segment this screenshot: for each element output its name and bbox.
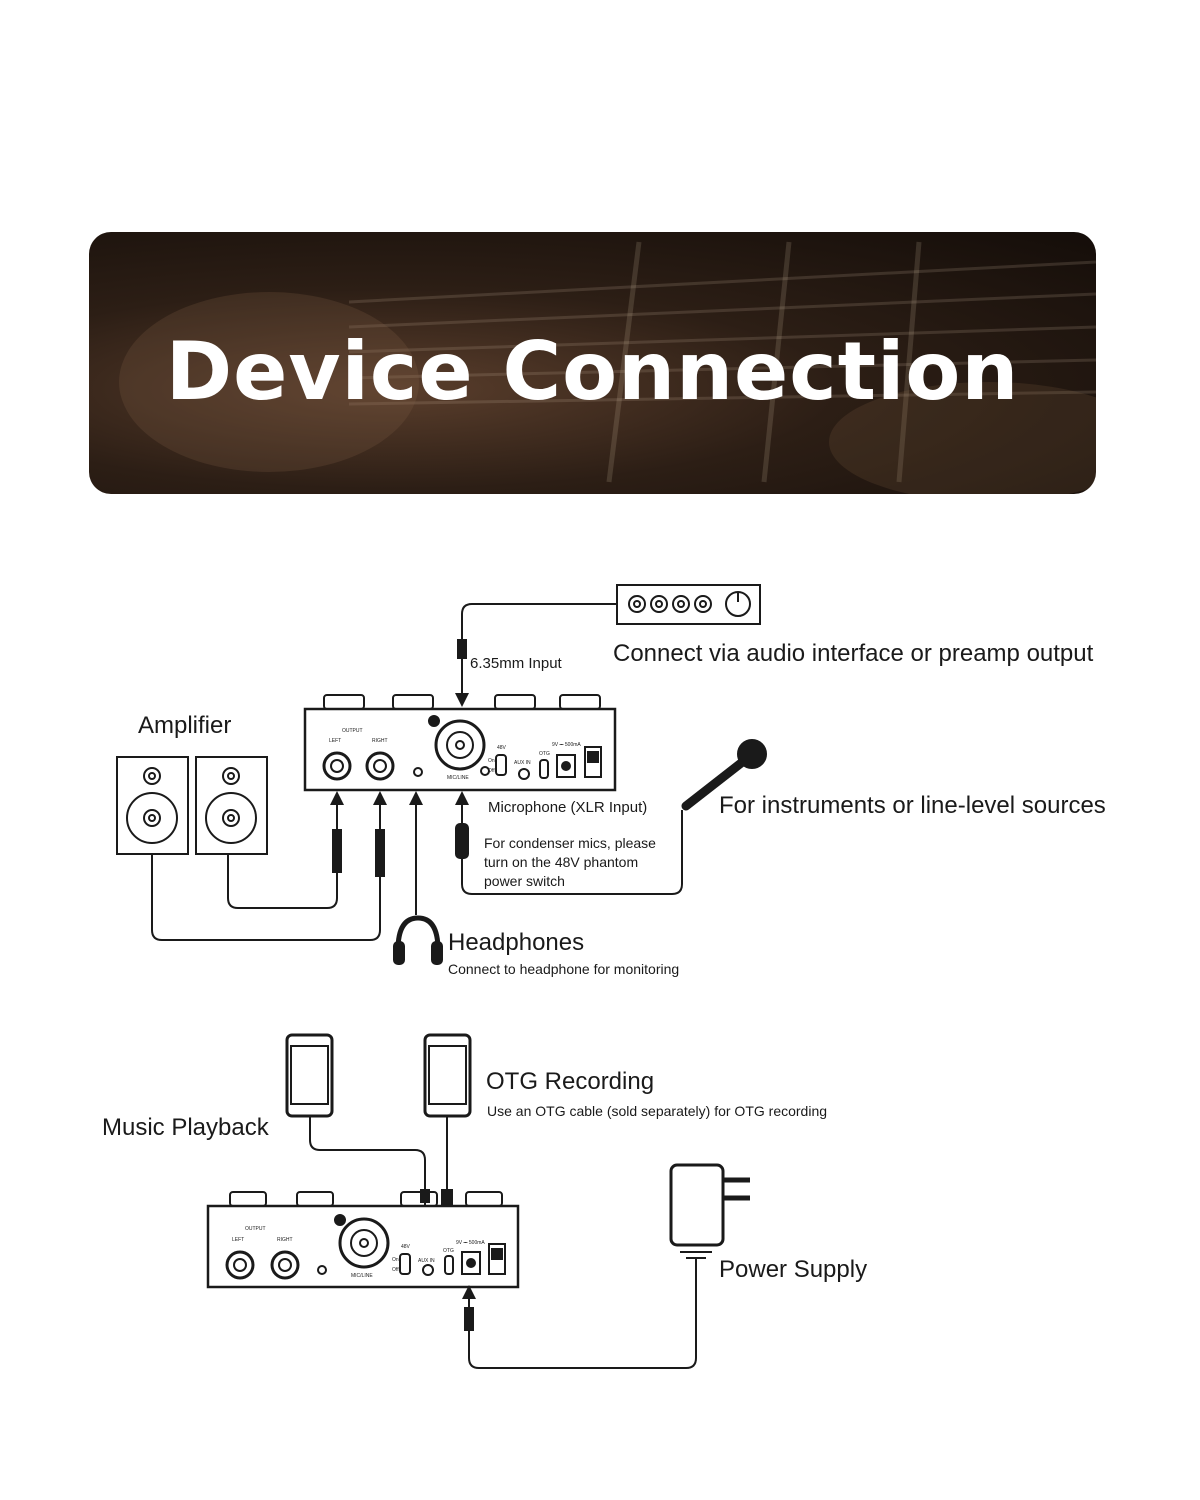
otg-note: Use an OTG cable (sold separately) for O… — [487, 1103, 828, 1119]
panel2-off-label: Off — [392, 1267, 399, 1273]
panel-mic-line-label: MIC/LINE — [447, 775, 469, 781]
panel2-output-label: OUTPUT — [245, 1226, 266, 1232]
phone-otg-icon — [423, 1033, 472, 1118]
headphones-note: Connect to headphone for monitoring — [448, 961, 680, 977]
microphone-xlr-label: Microphone (XLR Input) — [488, 799, 648, 816]
power-supply-label: Power Supply — [719, 1256, 868, 1283]
panel2-right-label: RIGHT — [277, 1237, 293, 1243]
phone-music-icon — [285, 1033, 334, 1118]
panel2-mic-line-label: MIC/LINE — [351, 1273, 373, 1279]
otg-recording-label: OTG Recording — [486, 1068, 655, 1095]
condenser-note-line-1: For condenser mics, please — [484, 835, 656, 851]
headphones-label: Headphones — [448, 929, 585, 956]
condenser-note-line-3: power switch — [484, 873, 565, 889]
header-banner: Device Connection — [89, 232, 1096, 494]
panel-left-label: LEFT — [329, 738, 342, 744]
panel2-aux-in-label: AUX IN — [418, 1258, 435, 1264]
panel-on-label: On — [488, 758, 495, 764]
panel-off-label: Off — [488, 768, 495, 774]
instruments-label: For instruments or line-level sources — [719, 792, 1106, 819]
panel2-on-label: On — [392, 1257, 399, 1263]
panel-aux-in-label: AUX IN — [514, 760, 531, 766]
microphone-icon — [681, 739, 767, 811]
audio-interface-icon — [616, 584, 761, 625]
music-playback-label: Music Playback — [102, 1114, 269, 1141]
interface-label: Connect via audio interface or preamp ou… — [613, 640, 1094, 667]
amplifier-label: Amplifier — [138, 712, 232, 739]
headphones-icon — [393, 915, 443, 965]
banner-title: Device Connection — [165, 324, 1020, 418]
power-adapter-icon — [669, 1163, 750, 1259]
panel2-power-rating-label: 9V ⎓ 500mA — [456, 1240, 485, 1246]
panel2-otg-label: OTG — [443, 1248, 454, 1254]
condenser-note-line-2: turn on the 48V phantom — [484, 854, 639, 870]
top-device — [303, 694, 617, 792]
guitar-background — [119, 241, 1096, 494]
panel-otg-label: OTG — [539, 751, 550, 757]
panel-output-label: OUTPUT — [342, 728, 363, 734]
panel-power-rating-label: 9V ⎓ 500mA — [552, 742, 581, 748]
speaker-left-icon — [116, 756, 189, 855]
panel2-48v-label: 48V — [401, 1244, 410, 1250]
bottom-device — [206, 1191, 520, 1289]
input-635-label: 6.35mm Input — [470, 655, 562, 672]
panel2-left-label: LEFT — [232, 1237, 245, 1243]
panel-right-label: RIGHT — [372, 738, 388, 744]
speaker-right-icon — [195, 756, 268, 855]
panel-48v-label: 48V — [497, 745, 506, 751]
